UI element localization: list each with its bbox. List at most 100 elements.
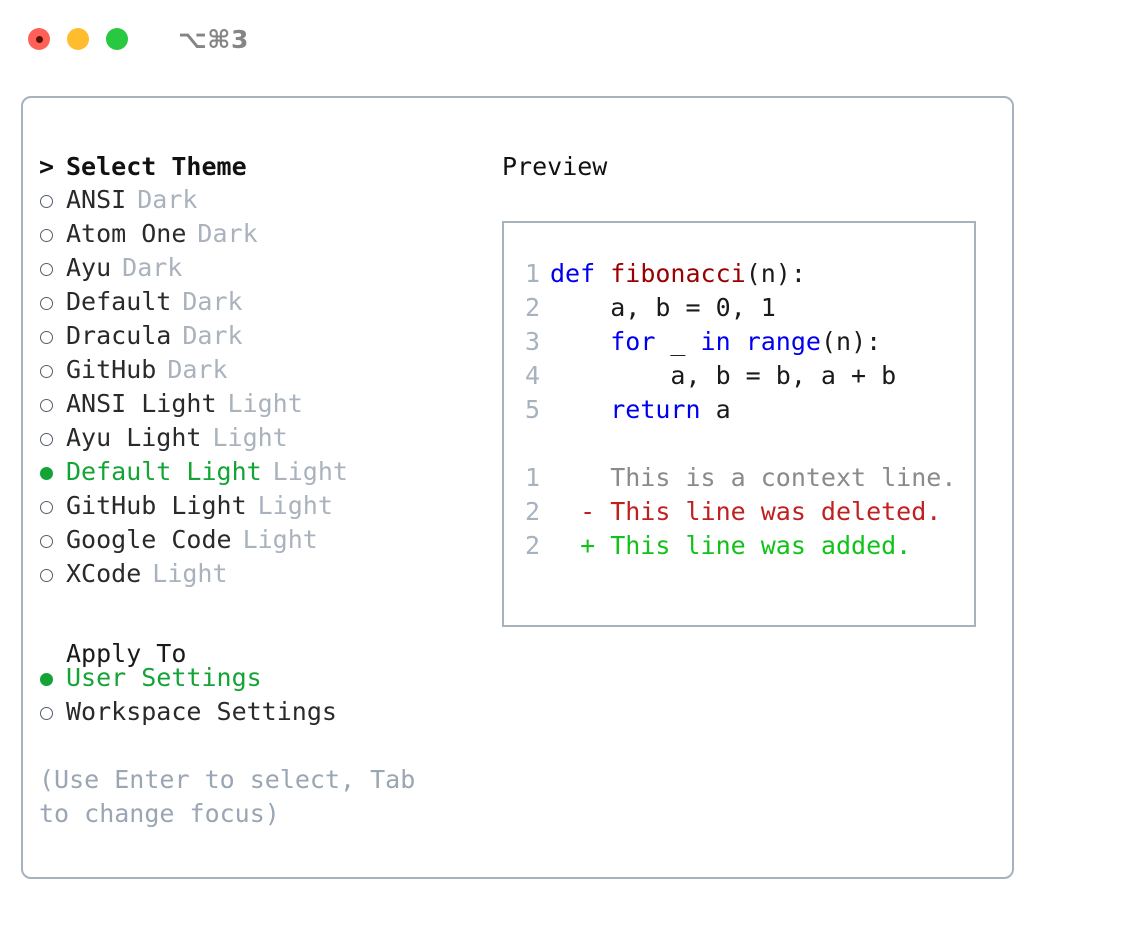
code-line-text: for _ in range(n): (610, 327, 882, 356)
apply-to-option-label: Workspace Settings (66, 696, 337, 726)
preview-title: Preview (502, 152, 608, 181)
theme-item-variant-tag: Dark (167, 354, 228, 384)
radio-unselected-icon (39, 320, 66, 354)
close-window-button[interactable] (28, 28, 50, 50)
apply-to-option-user-settings[interactable]: User Settings (39, 662, 499, 696)
code-line: 5 return a (504, 395, 974, 429)
theme-item-variant-tag: Light (272, 456, 348, 486)
theme-item-label: Default (66, 286, 172, 316)
code-line-text: a, b = b, a + b (550, 361, 897, 390)
theme-item-label: Ayu (66, 252, 112, 282)
theme-item-label: ANSI Light (66, 388, 217, 418)
diff-line: 2 + This line was added. (504, 531, 974, 565)
radio-selected-icon (39, 662, 66, 696)
record-dot-icon (35, 35, 43, 43)
theme-item-variant-tag: Dark (197, 218, 258, 248)
theme-item-default[interactable]: Default Dark (39, 286, 499, 320)
code-line-text: def fibonacci(n): (550, 259, 806, 288)
diff-sample: 1 This is a context line.2 - This line w… (504, 463, 974, 565)
theme-item-atom-one[interactable]: Atom One Dark (39, 218, 499, 252)
theme-item-xcode[interactable]: XCode Light (39, 558, 499, 592)
theme-item-label: Dracula (66, 320, 172, 350)
apply-to-option-label: User Settings (66, 662, 262, 692)
theme-item-label: XCode (66, 558, 142, 588)
traffic-lights (28, 28, 128, 50)
code-line: 2 a, b = 0, 1 (504, 293, 974, 327)
code-line-number: 1 (524, 259, 540, 288)
radio-unselected-icon (39, 388, 66, 422)
theme-item-github[interactable]: GitHub Dark (39, 354, 499, 388)
diff-line-text: - This line was deleted. (550, 497, 942, 526)
theme-item-label: Atom One (66, 218, 187, 248)
theme-item-ayu[interactable]: Ayu Dark (39, 252, 499, 286)
keyboard-hint-text: (Use Enter to select, Tab to change focu… (39, 765, 416, 828)
theme-item-label: GitHub Light (66, 490, 247, 520)
diff-line-number: 2 (524, 531, 540, 560)
code-line-number: 3 (524, 327, 540, 356)
theme-item-variant-tag: Dark (182, 286, 243, 316)
minimize-window-button[interactable] (67, 28, 89, 50)
radio-unselected-icon (39, 490, 66, 524)
code-line: 1 def fibonacci(n): (504, 259, 974, 293)
code-line-text: return a (610, 395, 731, 424)
theme-item-variant-tag: Dark (137, 184, 198, 214)
maximize-window-button[interactable] (106, 28, 128, 50)
theme-picker-title: Select Theme (66, 152, 247, 181)
apply-to-header-spacer (39, 628, 66, 662)
code-line-number: 4 (524, 361, 540, 390)
theme-item-label: Ayu Light (66, 422, 202, 452)
apply-to-header: Apply To (39, 628, 499, 668)
diff-line-number: 1 (524, 463, 540, 492)
radio-unselected-icon (39, 218, 66, 252)
theme-item-variant-tag: Light (152, 558, 228, 588)
radio-unselected-icon (39, 524, 66, 558)
keyboard-shortcut-label: ⌥⌘3 (178, 24, 249, 54)
code-line: 4 a, b = b, a + b (504, 361, 974, 395)
theme-item-variant-tag: Light (227, 388, 303, 418)
theme-item-label: Google Code (66, 524, 232, 554)
diff-line-text: + This line was added. (550, 531, 912, 560)
radio-unselected-icon (39, 422, 66, 456)
prompt-caret-icon: > (39, 152, 55, 181)
theme-item-variant-tag: Light (242, 524, 318, 554)
theme-item-ansi-light[interactable]: ANSI Light Light (39, 388, 499, 422)
theme-item-variant-tag: Light (257, 490, 333, 520)
radio-unselected-icon (39, 354, 66, 388)
diff-line-text: This is a context line. (550, 463, 957, 492)
code-line: 3 for _ in range(n): (504, 327, 974, 361)
radio-unselected-icon (39, 252, 66, 286)
theme-item-github-light[interactable]: GitHub Light Light (39, 490, 499, 524)
radio-unselected-icon (39, 286, 66, 320)
preview-spacer (504, 429, 974, 463)
theme-item-label: ANSI (66, 184, 127, 214)
radio-selected-icon (39, 456, 66, 490)
theme-picker-header: > Select Theme (39, 150, 499, 184)
diff-line: 1 This is a context line. (504, 463, 974, 497)
radio-unselected-icon (39, 696, 66, 730)
theme-item-google-code[interactable]: Google Code Light (39, 524, 499, 558)
apply-to-title: Apply To (66, 639, 187, 668)
theme-item-ansi[interactable]: ANSI Dark (39, 184, 499, 218)
title-bar: ⌥⌘3 (0, 0, 1140, 78)
code-line-text: a, b = 0, 1 (550, 293, 776, 322)
diff-line: 2 - This line was deleted. (504, 497, 974, 531)
radio-unselected-icon (39, 558, 66, 592)
radio-unselected-icon (39, 184, 66, 218)
code-line-number: 2 (524, 293, 540, 322)
theme-item-variant-tag: Dark (122, 252, 183, 282)
theme-item-variant-tag: Dark (182, 320, 243, 350)
theme-item-dracula[interactable]: Dracula Dark (39, 320, 499, 354)
theme-item-label: GitHub (66, 354, 157, 384)
code-line-number: 5 (524, 395, 540, 424)
apply-to-option-workspace-settings[interactable]: Workspace Settings (39, 696, 499, 730)
